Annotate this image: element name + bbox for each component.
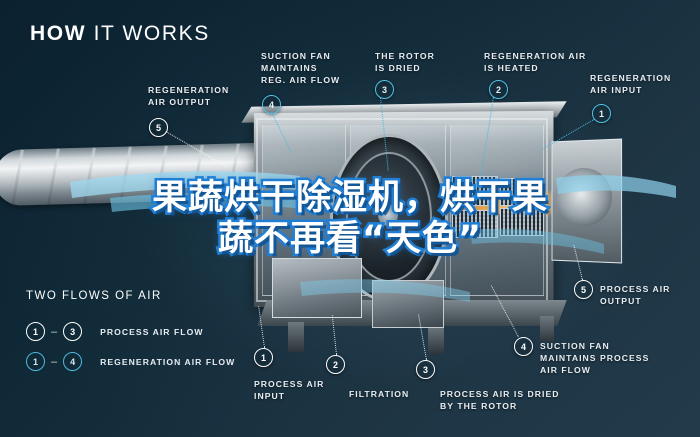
callout-suction-fan-process-label: SUCTION FAN MAINTAINS PROCESS AIR FLOW — [540, 341, 650, 376]
marker-1-process-air-input[interactable]: 1 — [254, 348, 273, 367]
callout-process-air-input-label: PROCESS AIR INPUT — [254, 379, 325, 402]
legend-label-regeneration-air-flow: REGENERATION AIR FLOW — [100, 356, 236, 367]
legend-marker-from: 1 — [26, 352, 45, 371]
legend-label-process-air-flow: PROCESS AIR FLOW — [100, 326, 204, 337]
marker-1-regeneration-air-input[interactable]: 1 — [592, 104, 611, 123]
marker-3-process-air-dried[interactable]: 3 — [416, 360, 435, 379]
heater-grill — [452, 176, 498, 206]
callout-filtration-label: FILTRATION — [349, 389, 410, 399]
callout-suction-fan-reg-label: SUCTION FAN MAINTAINS REG. AIR FLOW — [261, 51, 341, 86]
marker-5-regeneration-air-output[interactable]: 5 — [149, 118, 168, 137]
heater-grill — [452, 210, 498, 238]
legend-marker-to: 4 — [63, 352, 83, 371]
internal-module — [272, 258, 362, 318]
page-title: HOW IT WORKS — [30, 22, 210, 46]
heater-grill — [500, 178, 544, 206]
title-light: IT WORKS — [93, 22, 210, 45]
legend-row-process-air-flow: 1 – 3 PROCESS AIR FLOW — [26, 322, 204, 341]
callout-regeneration-air-input-label: REGENERATION AIR INPUT — [590, 73, 672, 96]
legend-dash: – — [51, 325, 58, 338]
legend-marker-to: 3 — [63, 322, 83, 341]
marker-4-suction-fan-process[interactable]: 4 — [514, 337, 533, 356]
callout-regeneration-air-output-label: REGENERATION AIR OUTPUT — [148, 85, 230, 108]
rotor-hub — [378, 204, 398, 226]
marker-2-filtration[interactable]: 2 — [326, 355, 345, 374]
cabinet-leg — [428, 326, 444, 354]
legend-marker-from: 1 — [26, 322, 45, 341]
marker-5-process-air-output[interactable]: 5 — [574, 280, 593, 299]
callout-rotor-is-dried-label: THE ROTOR IS DRIED — [375, 51, 435, 74]
callout-process-air-dried-label: PROCESS AIR IS DRIED BY THE ROTOR — [440, 389, 560, 412]
internal-module — [372, 280, 444, 328]
fan-cone — [556, 168, 612, 226]
title-bold: HOW — [30, 22, 87, 45]
cabinet-leg — [288, 322, 304, 352]
legend-title: TWO FLOWS OF AIR — [26, 290, 162, 302]
marker-2-regeneration-air-heated[interactable]: 2 — [489, 80, 508, 99]
marker-3-rotor-is-dried[interactable]: 3 — [375, 80, 394, 99]
duct-pipe — [0, 141, 294, 207]
cabinet-leg — [540, 316, 554, 342]
legend-row-regeneration-air-flow: 1 – 4 REGENERATION AIR FLOW — [26, 352, 235, 371]
heater-grill — [500, 208, 544, 236]
legend-dash: – — [51, 355, 58, 368]
callout-process-air-output-label: PROCESS AIR OUTPUT — [600, 284, 671, 307]
marker-4-suction-fan-reg[interactable]: 4 — [262, 95, 281, 114]
callout-regeneration-air-heated-label: REGENERATION AIR IS HEATED — [484, 51, 587, 74]
